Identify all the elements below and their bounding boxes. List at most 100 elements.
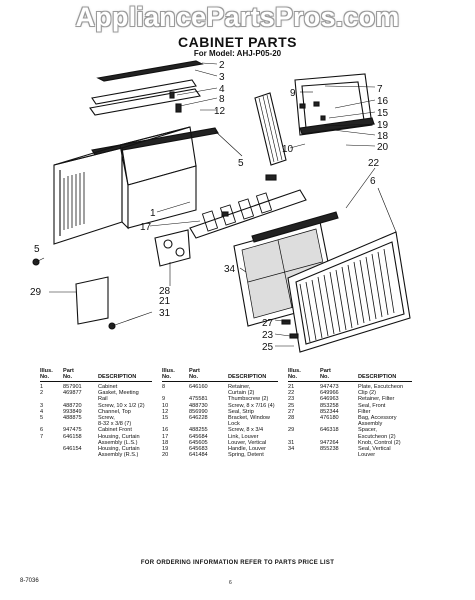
illus-number: 27 — [288, 408, 295, 415]
callout-21: 21 — [159, 296, 171, 307]
part-number: 646318 — [320, 427, 339, 434]
illus-number: 7 — [40, 433, 44, 440]
callout-28: 28 — [159, 286, 171, 297]
header-illus-3: Illus.No. — [288, 368, 301, 380]
part-description: Link, Louver — [228, 433, 259, 440]
illus-number: 29 — [288, 427, 295, 434]
curtain-housing-left — [254, 92, 287, 166]
header-desc-3: DESCRIPTION — [358, 374, 397, 380]
callout-23: 23 — [262, 330, 274, 341]
part-description: Lock — [228, 421, 240, 428]
illus-number: 6 — [40, 427, 44, 434]
illus-number: 23 — [288, 396, 295, 403]
illus-number: 21 — [288, 384, 295, 390]
callout-15: 15 — [377, 108, 389, 119]
part-description: Thumbscrew (2) — [228, 396, 269, 403]
part-number: 856990 — [189, 408, 208, 415]
callout-31: 31 — [159, 308, 171, 319]
part-number: 645683 — [189, 446, 208, 452]
cabinet-front — [287, 231, 411, 353]
illus-number: 5 — [40, 415, 44, 421]
part-description: Filter — [358, 408, 371, 415]
part-description: Housing, Curtain — [98, 433, 140, 440]
part-description: Rail — [98, 396, 108, 403]
callout-12: 12 — [214, 106, 226, 117]
part-description: Seal, Strip — [228, 408, 254, 415]
part-number: 646963 — [320, 396, 339, 403]
part-description: Curtain (2) — [228, 390, 255, 397]
part-number: 646154 — [63, 446, 82, 452]
illus-number: 10 — [162, 402, 169, 409]
callout-7: 7 — [377, 84, 383, 95]
illus-number: 25 — [288, 402, 295, 409]
part-number: 947475 — [63, 427, 82, 434]
illus-number: 22 — [288, 390, 295, 397]
illus-number: 18 — [162, 439, 169, 446]
part-description: Housing, Curtain — [98, 446, 140, 452]
part-description: Assembly (L.S.) — [98, 439, 138, 446]
illus-number: 9 — [162, 396, 166, 403]
part-description: Screw, — [98, 415, 115, 421]
header-illus-1: Illus.No. — [40, 368, 53, 380]
callout-34: 34 — [224, 264, 236, 275]
part-description: Screw, 8 x 3/4 — [228, 427, 264, 434]
part-description: Spring, Detent — [228, 452, 264, 459]
part-description: Clip (2) — [358, 390, 377, 397]
part-description: Seal, Front — [358, 402, 386, 409]
header-desc-2: DESCRIPTION — [228, 374, 267, 380]
part-number: 488720 — [63, 402, 82, 409]
header-rule-2 — [162, 381, 278, 382]
illus-number: 15 — [162, 415, 169, 421]
model-line: For Model: AHJ-P05-20 — [193, 49, 282, 58]
part-number: 852344 — [320, 408, 339, 415]
watermark-logo: AppliancePartsPros.com — [75, 2, 400, 32]
callout-29: 29 — [30, 287, 42, 298]
part-description: Screw, 8 x 7/16 (4) — [228, 402, 275, 409]
part-number: 645684 — [189, 433, 208, 440]
part-number: 476180 — [320, 415, 339, 421]
callout-27: 27 — [262, 318, 274, 329]
callout-5-top: 5 — [238, 158, 244, 169]
gasket-strip-2 — [91, 79, 197, 105]
part-description: Knob, Control (2) — [358, 439, 401, 446]
callout-19: 19 — [377, 120, 389, 131]
part-description: 8-32 x 3/8 (7) — [98, 421, 132, 428]
illus-number: 16 — [162, 427, 169, 434]
illus-number: 8 — [162, 384, 166, 390]
callout-16: 16 — [377, 96, 389, 107]
callout-17: 17 — [140, 222, 152, 233]
part-description: Assembly (R.S.) — [98, 452, 139, 459]
illus-number: 28 — [288, 415, 295, 421]
part-description: Screw, 10 x 1/2 (2) — [98, 402, 145, 409]
control-plate — [154, 229, 191, 267]
part-description: Retainer, Filter — [358, 396, 395, 403]
callout-10: 10 — [282, 144, 294, 155]
part-number: 488255 — [189, 427, 208, 434]
gasket-strip-top — [96, 60, 204, 82]
part-description: Louver — [358, 452, 376, 459]
part-description: Plate, Escutcheon — [358, 384, 404, 390]
part-number: 857901 — [63, 384, 82, 390]
part-number: 641484 — [189, 452, 208, 459]
exploded-parts-diagram: 2 3 4 8 12 5 1 17 5 29 28 21 31 9 7 16 1… — [30, 60, 411, 353]
part-number: 947473 — [320, 384, 339, 390]
cabinet-body — [53, 126, 197, 245]
part-number: 649966 — [320, 390, 339, 397]
part-description: Bracket, Window — [228, 415, 270, 421]
escutcheon-plate — [75, 276, 109, 325]
illus-number: 3 — [40, 402, 44, 409]
part-description: Escutcheon (2) — [358, 433, 396, 440]
document-code: 8-7036 — [20, 578, 39, 584]
part-description: Bag, Accessory — [358, 415, 397, 421]
illus-number: 19 — [162, 446, 169, 452]
callout-6: 6 — [370, 176, 376, 187]
illus-number: 12 — [162, 408, 169, 415]
callout-8: 8 — [219, 94, 225, 105]
part-description: Retainer, — [228, 384, 251, 390]
callout-9: 9 — [290, 88, 296, 99]
part-number: 947264 — [320, 439, 339, 446]
part-number: 488875 — [63, 415, 82, 421]
